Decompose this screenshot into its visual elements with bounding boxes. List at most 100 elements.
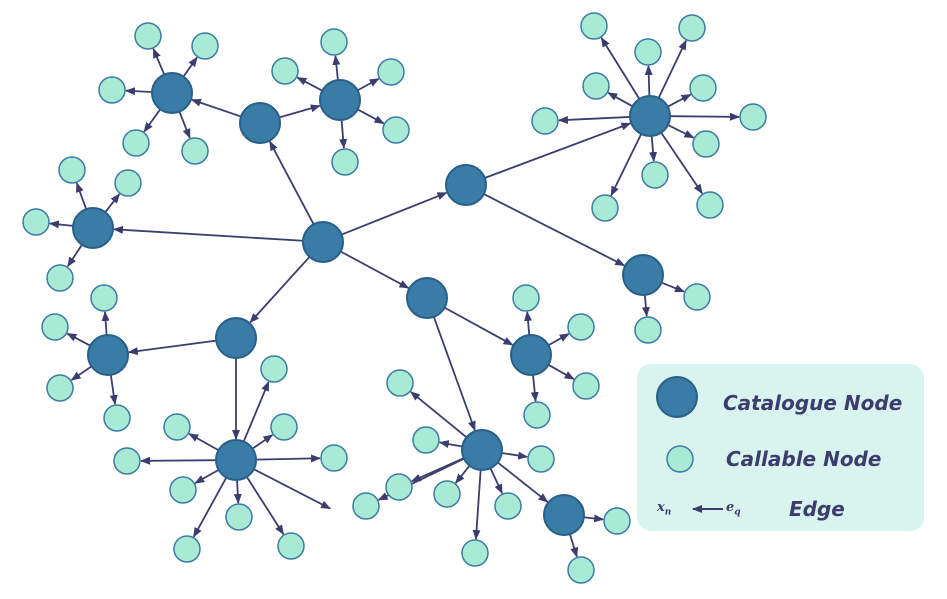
callable-node bbox=[163, 413, 191, 441]
callable-node bbox=[572, 372, 600, 400]
catalogue-node bbox=[510, 334, 552, 376]
callable-edge bbox=[109, 374, 118, 406]
catalogue-edge bbox=[127, 339, 217, 356]
legend-edge-target-symbol: eq bbox=[726, 500, 741, 518]
callable-edge bbox=[557, 115, 631, 124]
callable-edge bbox=[124, 87, 153, 96]
callable-edge bbox=[600, 37, 641, 100]
callable-node bbox=[191, 32, 219, 60]
callable-node bbox=[692, 130, 720, 158]
catalogue-edge bbox=[484, 122, 632, 179]
legend-edge-label: Edge bbox=[789, 497, 845, 521]
callable-edge bbox=[139, 456, 217, 465]
callable-edge bbox=[569, 533, 579, 558]
catalogue-node bbox=[543, 494, 585, 536]
callable-edge bbox=[669, 112, 741, 121]
callable-edge bbox=[661, 281, 685, 293]
callable-node bbox=[46, 374, 74, 402]
callable-node bbox=[567, 313, 595, 341]
catalogue-node bbox=[151, 72, 193, 114]
callable-node bbox=[531, 107, 559, 135]
callable-node bbox=[641, 161, 669, 189]
callable-node bbox=[494, 492, 522, 520]
callable-edge bbox=[455, 465, 471, 484]
callable-node bbox=[678, 14, 706, 42]
callable-edge bbox=[644, 64, 653, 97]
catalogue-node bbox=[239, 102, 281, 144]
callable-node bbox=[270, 413, 298, 441]
callable-edge bbox=[438, 440, 463, 448]
legend: Catalogue Node Callable Node xn eq Edge bbox=[637, 364, 924, 531]
callable-edge bbox=[547, 364, 575, 380]
legend-callable-node bbox=[666, 445, 694, 473]
callable-node bbox=[382, 116, 410, 144]
callable-node bbox=[134, 22, 162, 50]
catalogue-node bbox=[445, 164, 487, 206]
callable-edge bbox=[607, 92, 633, 108]
catalogue-node bbox=[72, 207, 114, 249]
callable-edge bbox=[583, 514, 605, 523]
callable-edge bbox=[296, 76, 323, 92]
legend-catalogue-node bbox=[656, 376, 698, 418]
callable-edge bbox=[192, 477, 228, 538]
callable-node bbox=[122, 129, 150, 157]
callable-edge bbox=[339, 119, 348, 150]
callable-edge bbox=[101, 310, 110, 336]
callable-node bbox=[689, 74, 717, 102]
callable-node bbox=[739, 103, 767, 131]
callable-node bbox=[320, 28, 348, 56]
catalogue-edge bbox=[190, 98, 242, 118]
callable-node bbox=[271, 57, 299, 85]
catalogue-node bbox=[319, 79, 361, 121]
callable-node bbox=[46, 264, 74, 292]
callable-node bbox=[433, 480, 461, 508]
catalogue-edge bbox=[341, 191, 448, 236]
callable-node bbox=[634, 38, 662, 66]
callable-node bbox=[181, 137, 209, 165]
catalogue-edge bbox=[432, 316, 476, 432]
callable-edge bbox=[188, 433, 219, 452]
callable-edge bbox=[75, 182, 88, 210]
callable-edge bbox=[178, 111, 191, 139]
catalogue-node bbox=[215, 439, 257, 481]
callable-node bbox=[634, 316, 662, 344]
callable-edge bbox=[667, 124, 695, 139]
callable-edge bbox=[657, 39, 687, 99]
callable-edge bbox=[649, 135, 658, 163]
callable-node bbox=[385, 473, 413, 501]
callable-node bbox=[41, 313, 69, 341]
callable-node bbox=[461, 539, 489, 567]
callable-node bbox=[377, 58, 405, 86]
callable-node bbox=[582, 72, 610, 100]
legend-callable-label: Callable Node bbox=[726, 447, 882, 471]
callable-node bbox=[173, 535, 201, 563]
callable-edge bbox=[410, 391, 468, 439]
callable-edge bbox=[194, 469, 220, 484]
callable-node bbox=[90, 284, 118, 312]
callable-node bbox=[58, 156, 86, 184]
legend-symbols bbox=[656, 376, 723, 513]
callable-node bbox=[260, 355, 288, 383]
callable-node bbox=[603, 507, 631, 535]
catalogue-node bbox=[622, 254, 664, 296]
callable-edge bbox=[660, 132, 703, 195]
callable-edge bbox=[641, 294, 650, 318]
callable-edge bbox=[501, 451, 529, 460]
callable-node bbox=[386, 369, 414, 397]
callable-node bbox=[320, 444, 348, 472]
callable-node bbox=[527, 445, 555, 473]
callable-edge bbox=[66, 244, 83, 268]
callable-node bbox=[580, 12, 608, 40]
callable-edge bbox=[143, 108, 162, 133]
callable-edge bbox=[489, 467, 503, 495]
callable-node bbox=[696, 191, 724, 219]
catalogue-node bbox=[87, 334, 129, 376]
callable-node bbox=[512, 284, 540, 312]
catalogue-edge bbox=[497, 461, 549, 503]
callable-edge bbox=[530, 374, 539, 403]
callable-edge bbox=[253, 468, 332, 510]
callable-edge bbox=[70, 365, 93, 381]
callable-node bbox=[683, 283, 711, 311]
callable-node bbox=[412, 426, 440, 454]
